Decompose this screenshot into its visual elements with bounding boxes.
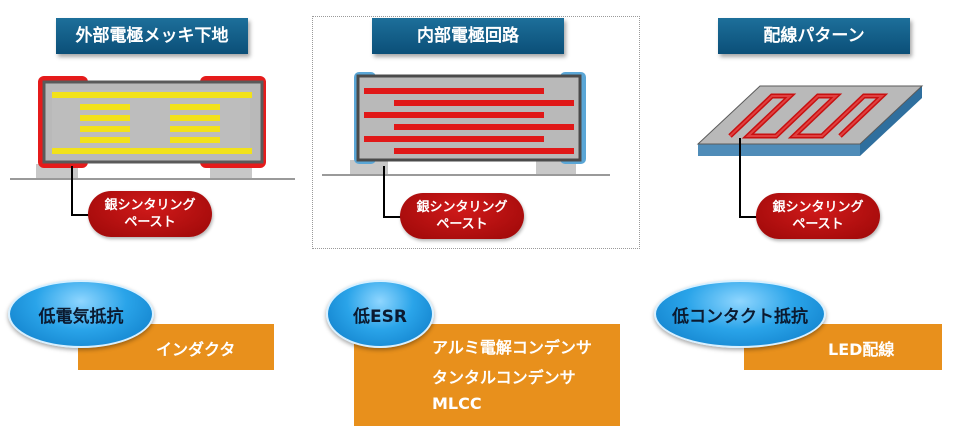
feature-oval-2: 低ESR [326,280,434,348]
pill-text-1a: 銀シンタリング [104,198,196,213]
board-side [698,144,860,156]
pill-silver-sintering-2: 銀シンタリング ペースト [400,193,524,239]
leader-line-3h [739,216,759,218]
capacitor-illustration [322,72,610,176]
substrate-line [10,178,295,180]
inner-electrodes [364,88,574,154]
leader-line-2 [383,166,385,218]
app-box-2: アルミ電解コンデンサ タンタルコンデンサ MLCC [354,324,620,426]
panel3-title: 配線パターン [718,18,910,54]
feature-oval-3: 低コンタクト抵抗 [654,280,826,348]
substrate-line [322,174,610,176]
pill-text-3b: ペースト [792,217,844,232]
leader-line-1 [71,166,73,216]
feature-oval-1: 低電気抵抗 [8,280,154,348]
panel2-frame [312,16,640,249]
app-text-1: インダクタ [156,340,236,359]
pill-silver-sintering-1: 銀シンタリング ペースト [88,191,212,237]
panel1-title: 外部電極メッキ下地 [56,18,248,54]
leader-line-2h [383,216,403,218]
pill-text-2a: 銀シンタリング [416,200,508,215]
app-text-2c: MLCC [432,394,482,413]
leader-line-1h [71,214,91,216]
pill-silver-sintering-3: 銀シンタリング ペースト [756,193,880,239]
app-text-2b: タンタルコンデンサ [432,368,576,387]
pill-text-2b: ペースト [436,217,488,232]
app-text-3: LED配線 [828,340,895,359]
wiring-pattern-illustration [696,85,924,156]
leader-line-3 [739,138,741,218]
board-side-right [860,86,922,156]
pill-text-1b: ペースト [124,215,176,230]
yellow-coil [52,92,252,154]
inductor-illustration [10,76,295,180]
pill-text-3a: 銀シンタリング [772,200,864,215]
panel2-title: 内部電極回路 [372,18,564,54]
app-text-2a: アルミ電解コンデンサ [432,338,592,357]
